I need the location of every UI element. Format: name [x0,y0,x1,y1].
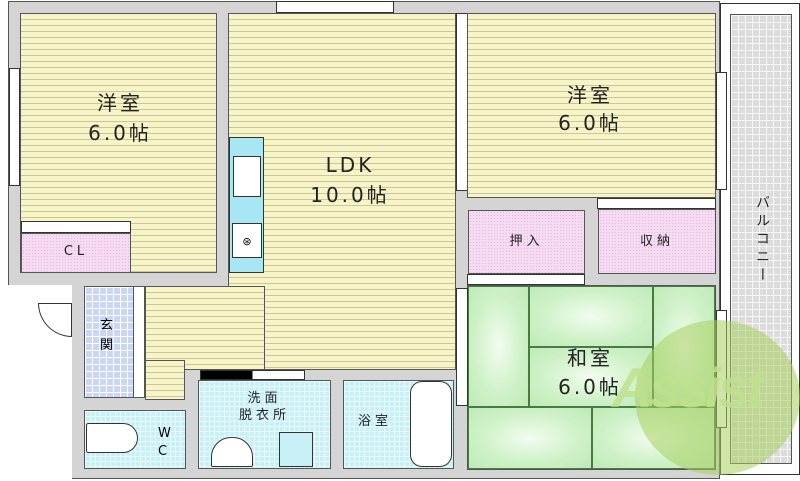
wc-label: WC [158,426,171,459]
stove: ⊛ [232,223,262,258]
tatami-center [529,347,653,407]
sliding-door-japanese [456,288,468,406]
western-room-right [467,13,716,198]
oshiire-doors [467,274,585,285]
entrance [84,286,134,398]
ldk-size: 10.0帖 [310,183,390,207]
entrance-label: 玄関 [100,318,114,353]
ldk-name: LDK [325,153,375,177]
window-top [276,1,394,13]
entrance-step [133,286,145,398]
ldk [228,13,456,370]
bathtub [410,381,452,467]
tatami-2 [529,286,653,347]
western-room-left-size: 6.0帖 [88,121,152,145]
sink [233,156,261,197]
japanese-room-size: 6.0帖 [558,375,622,399]
oshiire [468,210,585,274]
window-right [716,72,727,190]
closet-doors [21,221,131,233]
hallway [145,286,265,370]
washing-machine [279,432,313,467]
closet [21,233,131,273]
western-room-left-name: 洋室 [97,91,143,115]
hallway-lower [145,360,185,400]
storage-doors [597,198,716,209]
washroom-label-1: 洗面 [247,391,282,406]
storage [598,209,716,274]
storage-label: 収納 [639,234,674,249]
tatami-4 [468,407,592,469]
oshiire-label: 押入 [509,234,544,249]
washroom-window [200,370,305,380]
wash-basin [211,437,253,467]
tatami-1 [468,286,529,407]
balcony-label: バルコニー [754,195,770,285]
toilet [86,423,138,453]
washroom-label-2: 脱衣所 [238,408,290,423]
japanese-room-name: 和室 [567,346,613,370]
closet-label: CL [63,244,89,259]
watermark-circle [635,320,800,475]
watermark-logo: Assist [612,356,765,419]
bathroom-label: 浴室 [357,414,392,429]
western-room-right-name: 洋室 [567,83,613,107]
western-room-right-size: 6.0帖 [558,111,622,135]
window-left [9,68,20,186]
